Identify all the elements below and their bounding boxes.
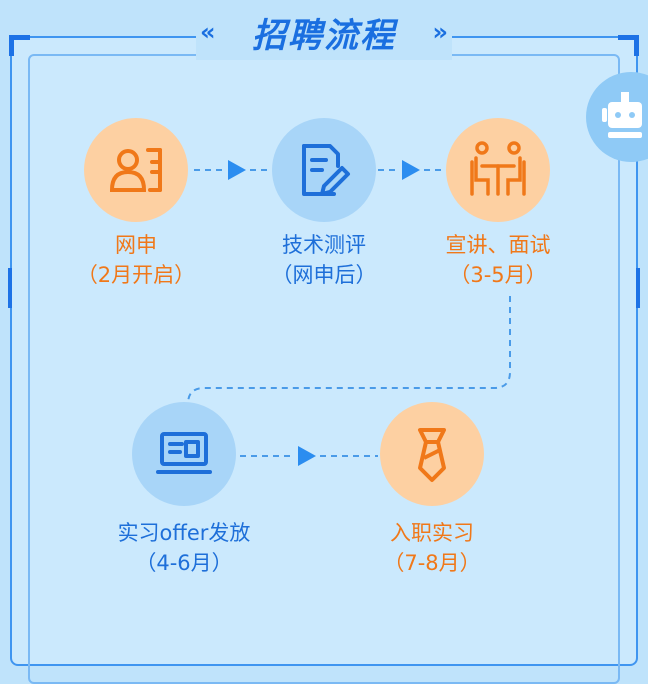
step-period: （3-5月）: [449, 263, 547, 287]
resume-icon: [109, 148, 162, 192]
corner-decoration: [618, 35, 639, 56]
connector-path: [187, 296, 511, 408]
tie-icon: [418, 428, 446, 482]
flow-connectors: [187, 160, 511, 466]
step-period: （2月开启）: [76, 263, 196, 287]
corner-decoration: [9, 35, 30, 56]
chevron-right-icon: »: [432, 18, 448, 46]
step-name: 入职实习: [390, 521, 474, 545]
step-circle-4: [132, 402, 236, 506]
step-label-5: 入职实习 （7-8月）: [322, 518, 542, 578]
chevron-left-icon: «: [200, 18, 216, 46]
step-circle-2: [272, 118, 376, 222]
step-period: （网申后）: [271, 263, 377, 287]
arrow-right-icon: [228, 160, 246, 180]
step-label-4: 实习offer发放 （4-6月）: [74, 518, 294, 578]
step-label-1: 网申 （2月开启）: [26, 230, 246, 290]
arrow-right-icon: [402, 160, 420, 180]
step-label-3: 宣讲、面试 （3-5月）: [388, 230, 608, 290]
arrow-right-icon: [298, 446, 316, 466]
step-name: 技术测评: [282, 233, 366, 257]
interview-icon: [470, 141, 526, 196]
step-circle-5: [380, 402, 484, 506]
laptop-icon: [156, 432, 212, 474]
title-banner: « 招聘流程 »: [196, 4, 452, 60]
edge-tick: [8, 268, 12, 308]
step-label-2: 技术测评 （网申后）: [214, 230, 434, 290]
edge-tick: [636, 268, 640, 308]
step-name: 实习offer发放: [117, 521, 251, 545]
step-period: （4-6月）: [135, 551, 233, 575]
step-circle-1: [84, 118, 188, 222]
step-name: 网申: [115, 233, 157, 257]
step-period: （7-8月）: [383, 551, 481, 575]
step-name: 宣讲、面试: [445, 233, 551, 257]
step-circle-3: [446, 118, 550, 222]
page-title: 招聘流程: [252, 16, 396, 56]
document-edit-icon: [302, 144, 350, 196]
robot-icon[interactable]: [586, 72, 648, 162]
